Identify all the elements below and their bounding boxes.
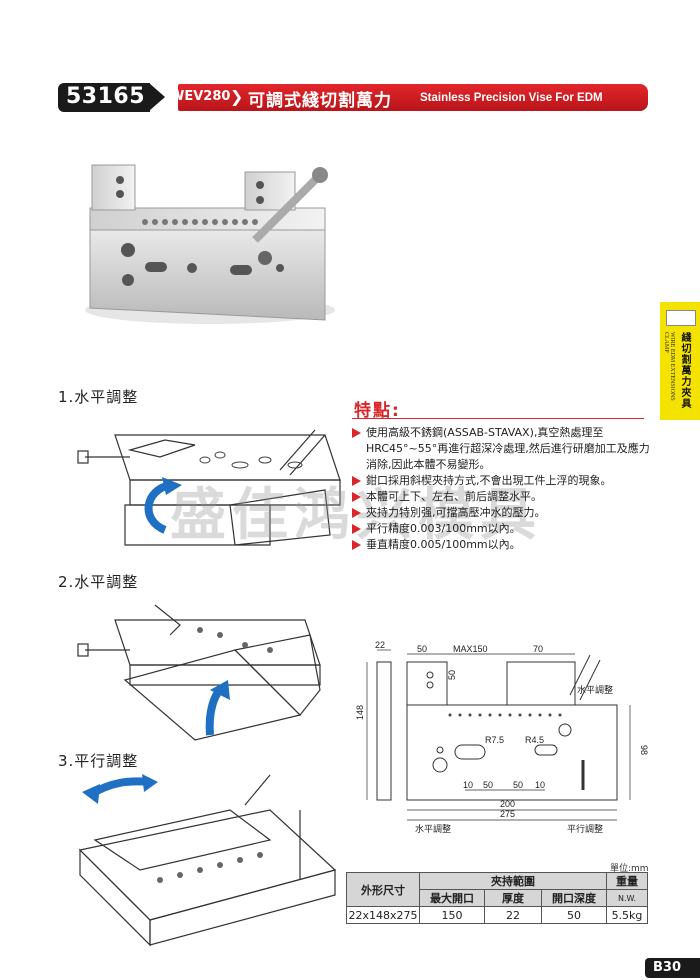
bullet-triangle-icon xyxy=(352,540,361,550)
side-tab-cn: 綫切割萬力夾具 xyxy=(679,332,690,409)
dim-22: 22 xyxy=(375,640,385,650)
bullet-triangle-icon xyxy=(352,508,361,518)
dim-50: 50 xyxy=(417,644,427,654)
dim-10b: 10 xyxy=(535,780,545,790)
feature-item: 本體可上下、左右、前后調整水平。 xyxy=(352,489,652,505)
chevron-right-icon: ❯ xyxy=(230,87,244,106)
features-list: 使用高級不銹鋼(ASSAB-STAVAX),真空熱處理至HRC45°~55°再進… xyxy=(352,425,652,553)
th-depth: 開口深度 xyxy=(541,889,607,907)
header-black-tip xyxy=(149,83,165,111)
dim-98: 98 xyxy=(639,745,649,755)
page-number-tab: B30 xyxy=(645,958,700,978)
product-title-en: Stainless Precision Vise For EDM xyxy=(420,92,603,104)
model-code: WEV280 xyxy=(170,89,231,104)
dim-max150: MAX150 xyxy=(453,644,488,654)
features-divider xyxy=(352,418,644,419)
bullet-triangle-icon xyxy=(352,428,361,438)
unit-label: 單位:mm xyxy=(610,864,649,874)
side-category-tab: WIRE EDM EXTENSIONS CLAMP 綫切割萬力夾具 xyxy=(660,302,700,420)
step-1-heading: 1.水平調整 xyxy=(58,388,139,406)
header-red-bar xyxy=(178,84,648,111)
dim-50-v: 50 xyxy=(447,670,457,680)
bullet-triangle-icon xyxy=(352,476,361,486)
bullet-triangle-icon xyxy=(352,524,361,534)
feature-item: 平行精度0.003/100mm以內。 xyxy=(352,521,652,537)
dim-10a: 10 xyxy=(463,780,473,790)
category-logo-icon xyxy=(666,310,696,326)
dim-70: 70 xyxy=(533,644,543,654)
dim-275: 275 xyxy=(500,809,515,819)
spec-table: 外形尺寸 夾持範圍 重量 最大開口 厚度 開口深度 N.W. 22x148x27… xyxy=(346,872,648,924)
dim-200: 200 xyxy=(500,799,515,809)
th-range: 夾持範圍 xyxy=(419,872,607,890)
bullet-triangle-icon xyxy=(352,492,361,502)
feature-item: 夾持力特別强,可擋高壓冲水的壓力。 xyxy=(352,505,652,521)
step-2-heading: 2.水平調整 xyxy=(58,573,139,591)
feature-item: 使用高級不銹鋼(ASSAB-STAVAX),真空熱處理至HRC45°~55°再進… xyxy=(352,425,652,473)
cell-depth: 50 xyxy=(541,906,607,924)
dim-148: 148 xyxy=(355,705,365,720)
product-photo xyxy=(85,164,335,324)
th-nw: N.W. xyxy=(606,889,648,907)
th-weight: 重量 xyxy=(606,872,648,890)
feature-item: 鉗口採用斜楔夾持方式,不會出現工件上浮的現象。 xyxy=(352,473,652,489)
feature-item: 垂直精度0.005/100mm以內。 xyxy=(352,537,652,553)
table-row: 22x148x275 150 22 50 5.5kg xyxy=(346,906,648,924)
label-level-adjust-left: 水平調整 xyxy=(415,823,451,835)
th-size: 外形尺寸 xyxy=(346,872,420,907)
cell-thickness: 22 xyxy=(484,906,542,924)
step-3-illustration xyxy=(78,774,337,947)
header-black-tab xyxy=(58,83,150,112)
page-number: B30 xyxy=(653,960,681,975)
label-level-adjust-right: 水平調整 xyxy=(577,684,613,696)
product-title-cn: 可調式綫切割萬力 xyxy=(248,91,392,111)
label-parallel-adjust: 平行調整 xyxy=(567,823,603,835)
dim-r4-5: R4.5 xyxy=(525,735,544,745)
cell-max-opening: 150 xyxy=(419,906,485,924)
side-tab-en: WIRE EDM EXTENSIONS CLAMP xyxy=(663,332,675,401)
cell-weight: 5.5kg xyxy=(606,906,648,924)
dim-50b: 50 xyxy=(513,780,523,790)
dim-r7-5: R7.5 xyxy=(485,735,504,745)
step-2-illustration xyxy=(77,604,321,741)
features-title: 特點: xyxy=(354,401,401,421)
technical-drawing: 22 50 MAX150 70 50 148 98 R7.5 R4.5 10 5… xyxy=(355,640,649,835)
dim-50a: 50 xyxy=(483,780,493,790)
step-3-heading: 3.平行調整 xyxy=(58,752,139,770)
th-max-opening: 最大開口 xyxy=(419,889,485,907)
cell-size: 22x148x275 xyxy=(346,906,420,924)
model-number: 53165 xyxy=(66,84,146,109)
product-header: 53165 WEV280 ❯ 可調式綫切割萬力 Stainless Precis… xyxy=(58,83,648,112)
th-thickness: 厚度 xyxy=(484,889,542,907)
step-1-illustration xyxy=(77,429,341,546)
